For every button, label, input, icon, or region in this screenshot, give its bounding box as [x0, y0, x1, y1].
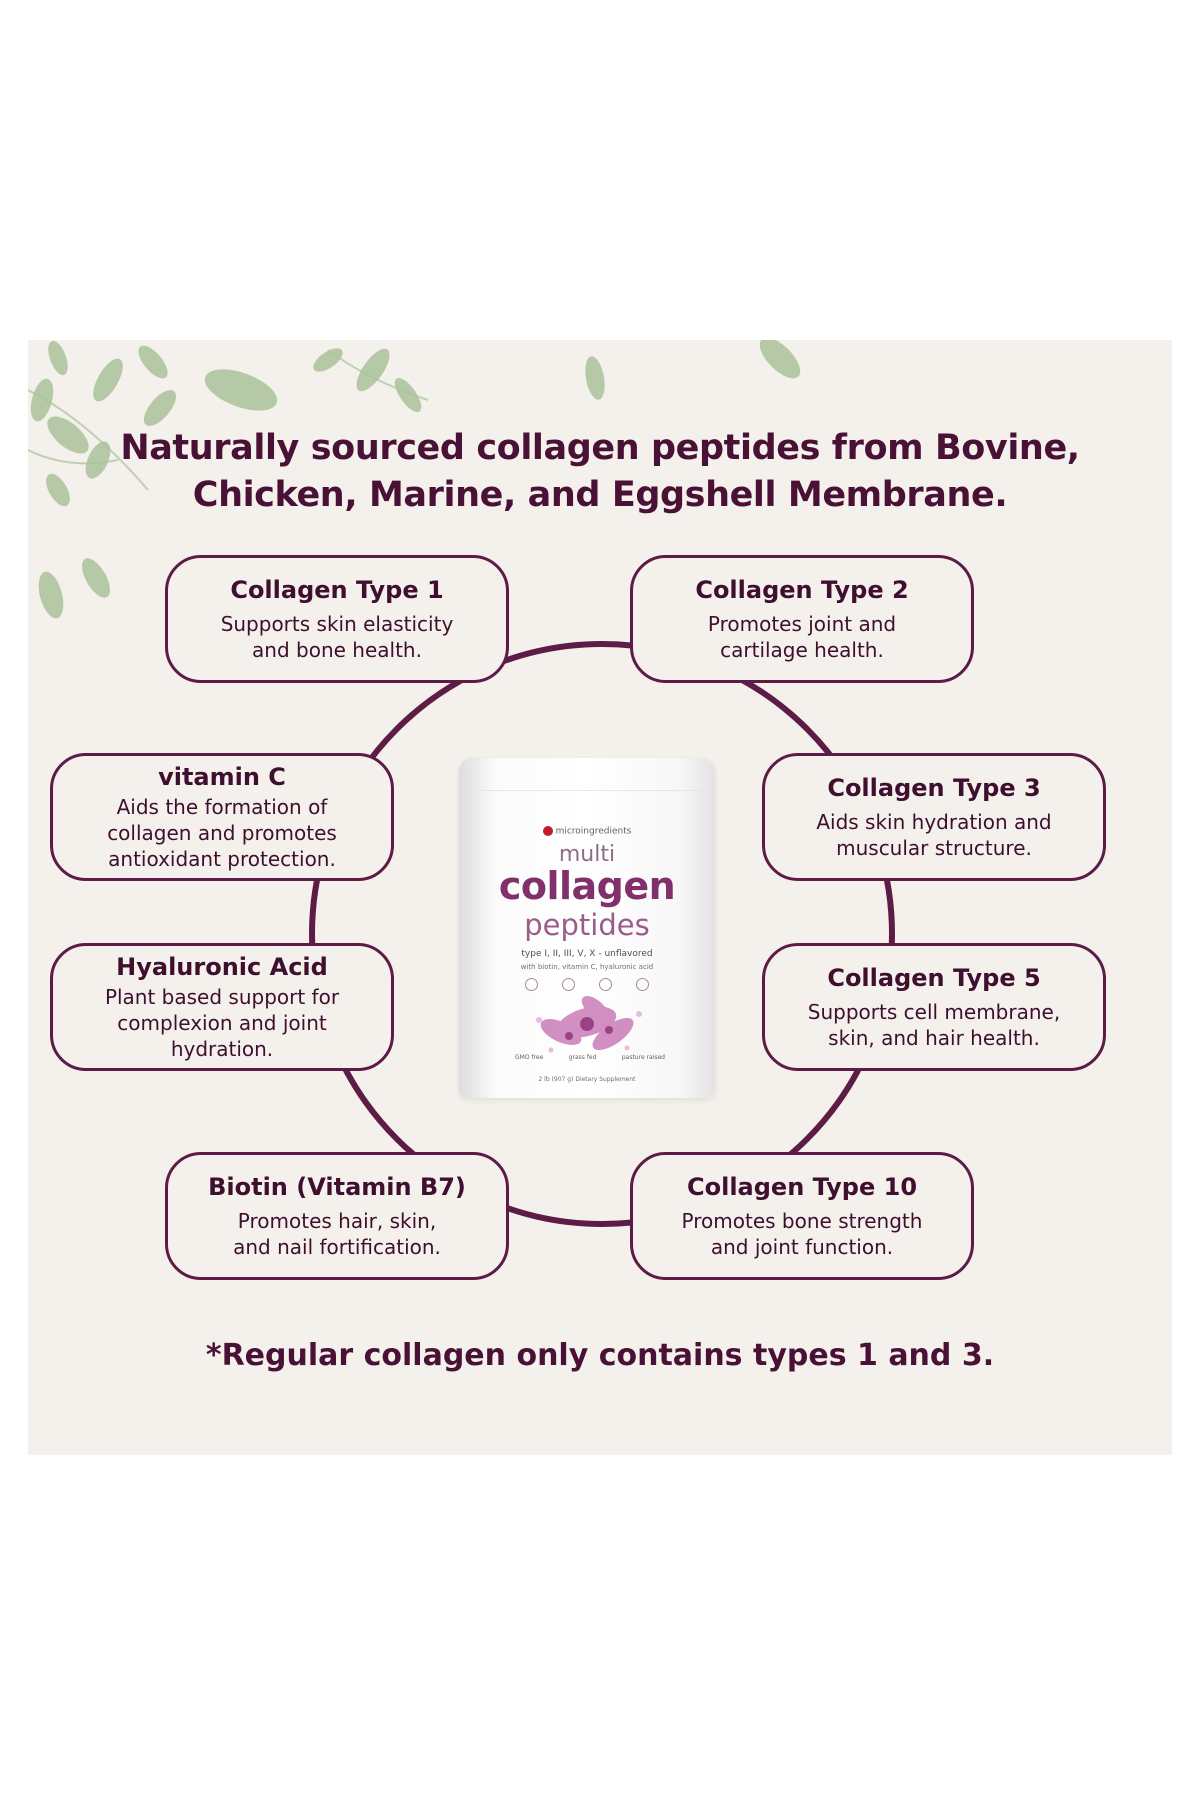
card-vitamin-c: vitamin C Aids the formation of collagen… — [50, 753, 394, 881]
pouch-brand: microingredients — [459, 826, 715, 837]
badge-pasture-raised: pasture raised — [621, 1054, 665, 1061]
pouch-collagen: collagen — [498, 864, 676, 908]
pouch-body — [459, 758, 715, 1098]
card-description: Aids skin hydration and muscular structu… — [816, 809, 1051, 861]
card-description: Promotes bone strength and joint functio… — [682, 1208, 923, 1260]
badge-grass-fed: grass fed — [568, 1054, 597, 1061]
card-title: Collagen Type 5 — [827, 964, 1041, 992]
badge-gmo-free: GMO free — [515, 1054, 544, 1061]
card-desc-line: complexion and joint — [117, 1011, 327, 1035]
card-desc-line: muscular structure. — [836, 836, 1032, 860]
circle-icon — [525, 978, 538, 991]
pouch-peptides: peptides — [524, 908, 650, 942]
card-biotin: Biotin (Vitamin B7) Promotes hair, skin,… — [165, 1152, 509, 1280]
card-title: Collagen Type 2 — [695, 576, 909, 604]
footnote: *Regular collagen only contains types 1 … — [205, 1338, 995, 1373]
leaf-decoration — [28, 340, 801, 619]
card-desc-line: Aids skin hydration and — [816, 810, 1052, 834]
flower-illustration — [536, 996, 642, 1053]
card-desc-line: hydration. — [170, 1037, 274, 1061]
card-description: Supports cell membrane, skin, and hair h… — [808, 999, 1060, 1051]
card-desc-line: antioxidant protection. — [108, 847, 336, 871]
circle-icon — [562, 978, 575, 991]
card-collagen-type-10: Collagen Type 10 Promotes bone strength … — [630, 1152, 974, 1280]
card-title: vitamin C — [158, 763, 286, 791]
pouch-types: type I, II, III, V, X - unflavored — [521, 949, 653, 959]
pouch-with: with biotin, vitamin C, hyaluronic acid — [520, 963, 654, 971]
headline: Naturally sourced collagen peptides from… — [28, 425, 1172, 519]
card-desc-line: collagen and promotes — [107, 821, 337, 845]
card-desc-line: Promotes bone strength — [681, 1209, 923, 1233]
pouch-multi: multi — [558, 842, 616, 867]
connector-ring — [309, 641, 895, 1227]
card-collagen-type-3: Collagen Type 3 Aids skin hydration and … — [762, 753, 1106, 881]
card-desc-line: Plant based support for — [104, 985, 340, 1009]
headline-line-2: Chicken, Marine, and Eggshell Membrane. — [192, 475, 1008, 515]
card-desc-line: and bone health. — [252, 638, 422, 662]
card-title: Collagen Type 1 — [230, 576, 444, 604]
card-description: Aids the formation of collagen and promo… — [107, 794, 337, 872]
card-desc-line: Promotes joint and — [707, 612, 897, 636]
infographic-panel: Naturally sourced collagen peptides from… — [28, 340, 1172, 1455]
card-desc-line: and nail fortification. — [233, 1235, 441, 1259]
card-title: Collagen Type 3 — [827, 774, 1041, 802]
pouch-net-weight: 2 lb (907 g) Dietary Supplement — [538, 1076, 636, 1083]
pouch-icon-row — [525, 978, 649, 994]
card-desc-line: and joint function. — [710, 1235, 894, 1259]
circle-icon — [599, 978, 612, 991]
card-desc-line: cartilage health. — [720, 638, 884, 662]
card-desc-line: Supports cell membrane, — [807, 1000, 1061, 1024]
brand-text: microingredients — [555, 826, 632, 837]
pouch-seal — [465, 766, 709, 791]
card-collagen-type-2: Collagen Type 2 Promotes joint and carti… — [630, 555, 974, 683]
card-description: Promotes hair, skin, and nail fortificat… — [233, 1208, 441, 1260]
card-collagen-type-1: Collagen Type 1 Supports skin elasticity… — [165, 555, 509, 683]
pouch-badges: GMO free grass fed pasture raised — [515, 1054, 665, 1061]
card-hyaluronic-acid: Hyaluronic Acid Plant based support for … — [50, 943, 394, 1071]
card-title: Collagen Type 10 — [686, 1173, 918, 1201]
card-collagen-type-5: Collagen Type 5 Supports cell membrane, … — [762, 943, 1106, 1071]
card-description: Plant based support for complexion and j… — [105, 984, 339, 1062]
card-description: Supports skin elasticity and bone health… — [221, 611, 454, 663]
card-desc-line: Supports skin elasticity — [220, 612, 454, 636]
card-description: Promotes joint and cartilage health. — [708, 611, 896, 663]
product-pouch: microingredients multi collagen peptides… — [459, 758, 715, 1098]
card-title: Biotin (Vitamin B7) — [208, 1173, 466, 1201]
circle-icon — [636, 978, 649, 991]
card-desc-line: Aids the formation of — [116, 795, 328, 819]
card-desc-line: Promotes hair, skin, — [237, 1209, 437, 1233]
headline-line-1: Naturally sourced collagen peptides from… — [120, 428, 1080, 468]
card-desc-line: skin, and hair health. — [828, 1026, 1040, 1050]
brand-logo-icon — [542, 826, 553, 836]
card-title: Hyaluronic Acid — [116, 953, 328, 981]
